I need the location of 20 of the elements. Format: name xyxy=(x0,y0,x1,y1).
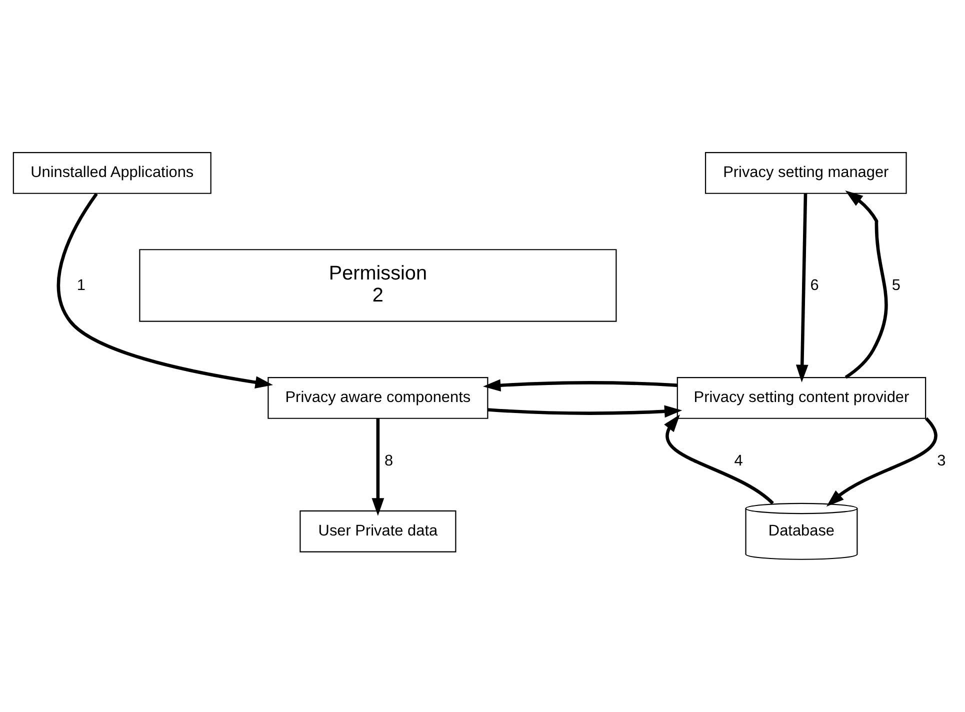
node-box: Privacy aware components xyxy=(267,377,488,419)
node-box: User Private data xyxy=(299,510,456,552)
arrow xyxy=(844,190,888,379)
node-box: Uninstalled Applications xyxy=(12,152,211,194)
arrow xyxy=(482,379,677,392)
edge-label: 6 xyxy=(810,277,818,294)
edge-label: 3 xyxy=(936,452,946,470)
node-box: Privacy setting manager xyxy=(704,152,906,194)
node-box: Permission 2 xyxy=(138,249,616,322)
arrow xyxy=(371,418,384,516)
arrow xyxy=(664,414,774,505)
arrow xyxy=(56,192,272,388)
arrow xyxy=(826,417,937,507)
node-box: Privacy setting content provider xyxy=(676,377,926,419)
edge-label: 5 xyxy=(891,277,900,294)
arrow xyxy=(795,193,808,382)
edge-label: 1 xyxy=(76,277,85,294)
edge-label: 8 xyxy=(384,452,393,470)
arrow xyxy=(487,405,682,418)
edge-label: 4 xyxy=(734,452,742,470)
